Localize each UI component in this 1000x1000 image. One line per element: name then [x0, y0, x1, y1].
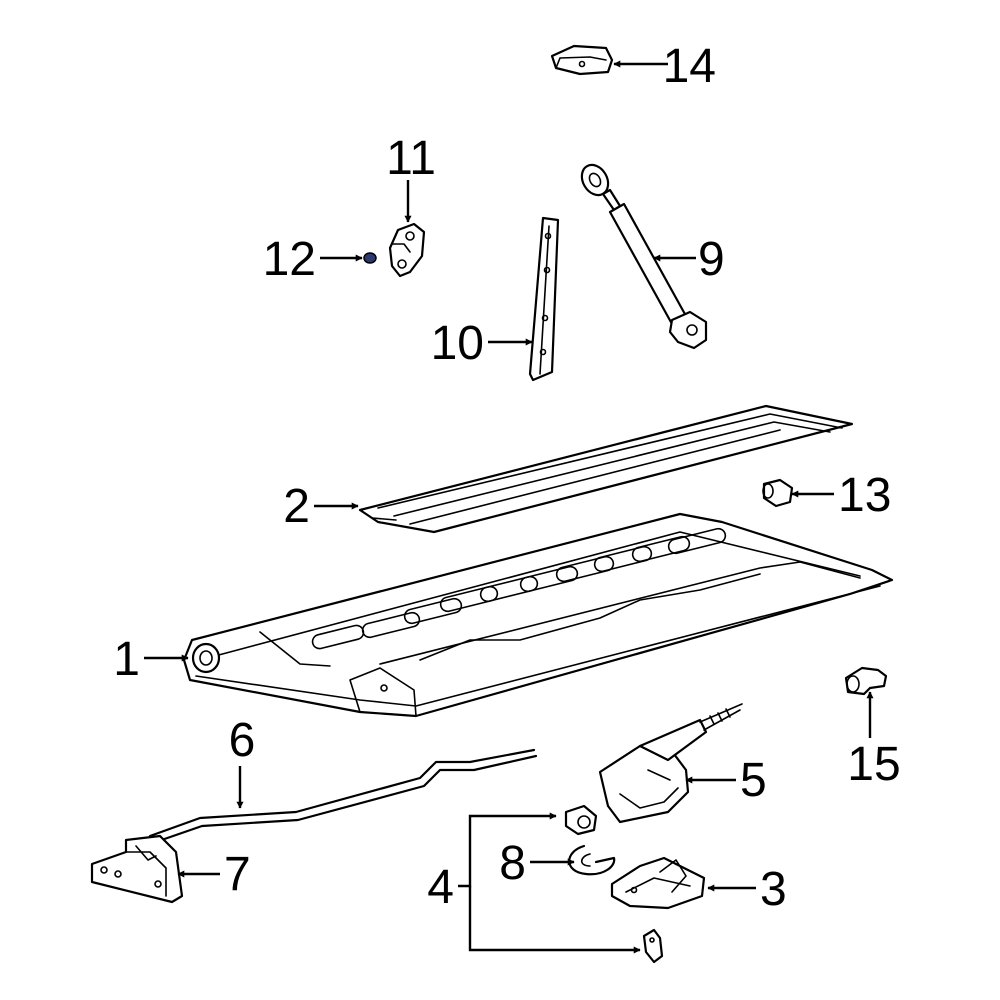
- callout-14: 14: [663, 40, 716, 93]
- part-9-support-cable: [580, 163, 708, 350]
- part-15-bolt: [844, 666, 888, 696]
- part-1-tailgate: [182, 512, 894, 718]
- callout-5: 5: [740, 754, 767, 807]
- part-4-clip: [564, 804, 664, 964]
- part-12-nut: [363, 252, 377, 264]
- callout-12: 12: [263, 233, 316, 286]
- callout-7: 7: [224, 848, 251, 901]
- callout-4: 4: [427, 861, 454, 914]
- part-11-bracket: [388, 222, 426, 278]
- part-8-spring-clip: [568, 844, 616, 876]
- part-13-grommet: [762, 478, 794, 508]
- callout-6: 6: [229, 714, 256, 767]
- callout-10: 10: [431, 317, 484, 370]
- arrow-4-bottom: [468, 886, 641, 954]
- part-5-handle: [598, 703, 743, 824]
- callout-3: 3: [760, 863, 787, 916]
- callout-11: 11: [386, 132, 436, 185]
- arrow-4-top: [458, 812, 557, 888]
- callout-2: 2: [283, 480, 310, 533]
- callout-13: 13: [838, 469, 891, 522]
- part-14-cap: [550, 44, 614, 76]
- leader-lines: [144, 60, 874, 954]
- callout-1: 1: [113, 633, 140, 686]
- callout-8: 8: [499, 837, 526, 890]
- part-6-rod: [148, 748, 538, 846]
- part-10-strip: [528, 216, 560, 382]
- part-7-latch: [90, 834, 184, 904]
- part-2-moulding: [358, 404, 854, 534]
- callout-15: 15: [847, 738, 900, 791]
- callout-9: 9: [698, 233, 725, 286]
- callout-labels: 14 11 12 9 10 2 13 1 15 6 5 7 8 3 4: [113, 40, 900, 916]
- part-3-bezel: [610, 856, 706, 910]
